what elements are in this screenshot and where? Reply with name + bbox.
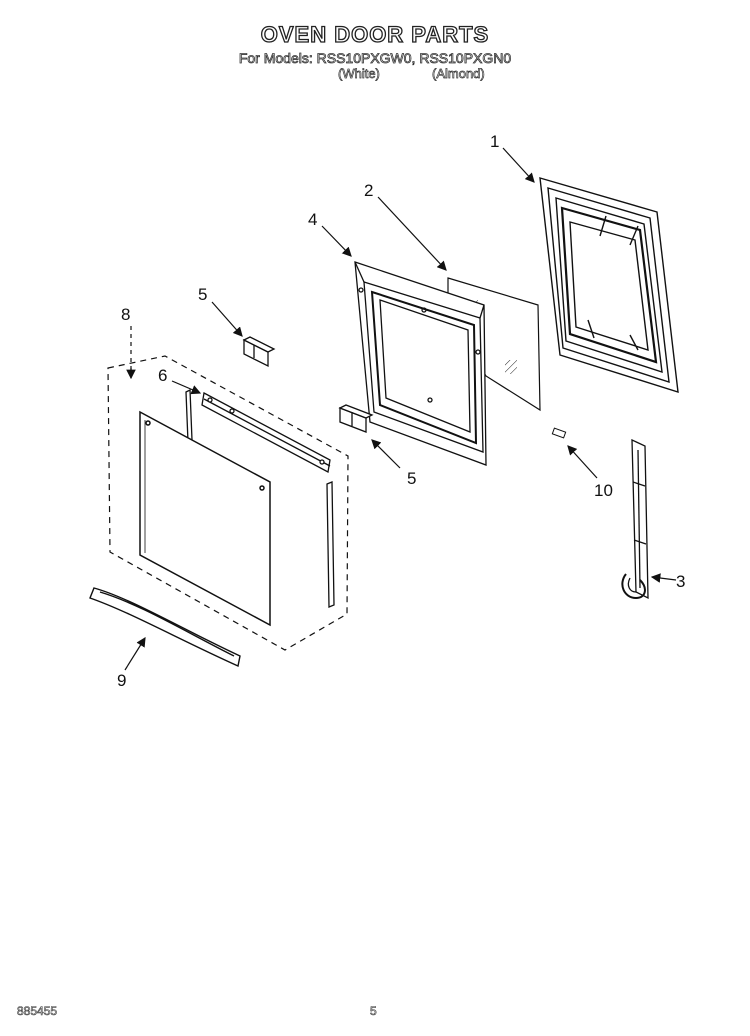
part-1-outer-door-panel xyxy=(539,177,679,393)
callout-5-lower: 5 xyxy=(407,469,416,488)
page-title: OVEN DOOR PARTS xyxy=(260,21,490,47)
callout-10: 10 xyxy=(594,481,613,500)
callout-leaders xyxy=(124,147,677,671)
callout-6: 6 xyxy=(158,366,167,385)
variant-white: (White) xyxy=(338,66,381,82)
callout-4: 4 xyxy=(308,210,317,229)
part-10-clip xyxy=(551,427,567,439)
part-5-upper-bracket xyxy=(242,336,276,368)
callout-9: 9 xyxy=(117,671,126,690)
callout-3: 3 xyxy=(676,572,685,591)
callout-5-upper: 5 xyxy=(198,285,207,304)
part-3-door-hinge xyxy=(621,438,649,600)
part-8-door-assembly-outline xyxy=(107,355,349,651)
page-number: 5 xyxy=(370,1004,377,1019)
callout-8: 8 xyxy=(121,305,130,324)
callout-1: 1 xyxy=(490,132,499,151)
part-5-lower-bracket xyxy=(338,404,374,433)
outer-glass-panel xyxy=(139,410,271,627)
variant-almond: (Almond) xyxy=(432,66,485,82)
callout-2: 2 xyxy=(364,181,373,200)
part-9-bottom-trim xyxy=(89,587,241,667)
document-code: 885455 xyxy=(17,1004,58,1019)
models-line: For Models: RSS10PXGW0, RSS10PXGN0 xyxy=(238,50,512,67)
part-4-inner-door-frame xyxy=(354,261,487,466)
part-6-top-trim xyxy=(185,388,335,608)
